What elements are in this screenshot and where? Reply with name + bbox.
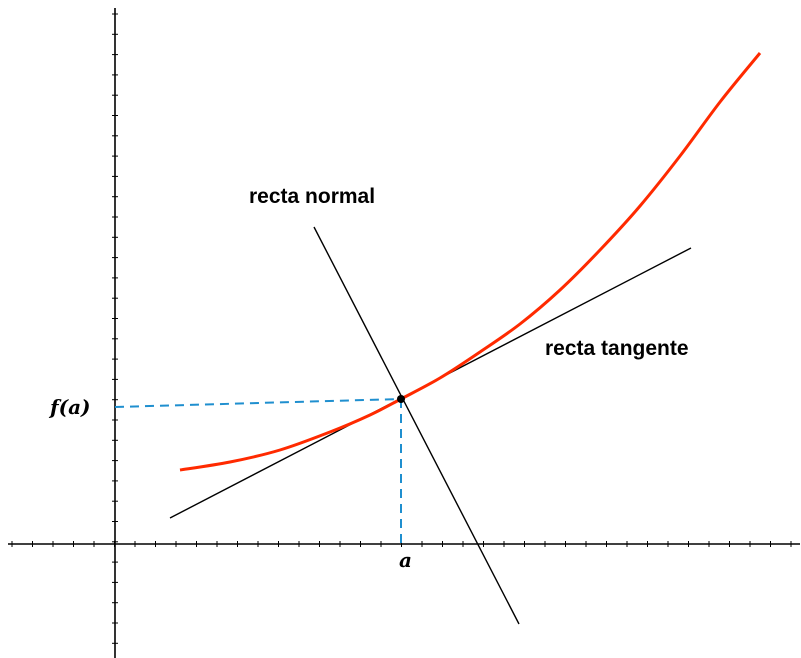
y-axis-ticks xyxy=(112,13,118,644)
fa-guide-line xyxy=(114,398,402,408)
normal-line xyxy=(313,226,520,625)
tangent-line-label: recta tangente xyxy=(545,337,689,360)
guide-lines xyxy=(114,398,402,544)
fa-label: f(a) xyxy=(48,395,91,419)
function-curve xyxy=(179,52,762,472)
a-label: a xyxy=(399,548,412,572)
x-axis-ticks xyxy=(11,541,792,547)
tangency-point xyxy=(397,395,405,403)
axes xyxy=(8,8,800,658)
normal-line-label: recta normal xyxy=(249,185,375,208)
